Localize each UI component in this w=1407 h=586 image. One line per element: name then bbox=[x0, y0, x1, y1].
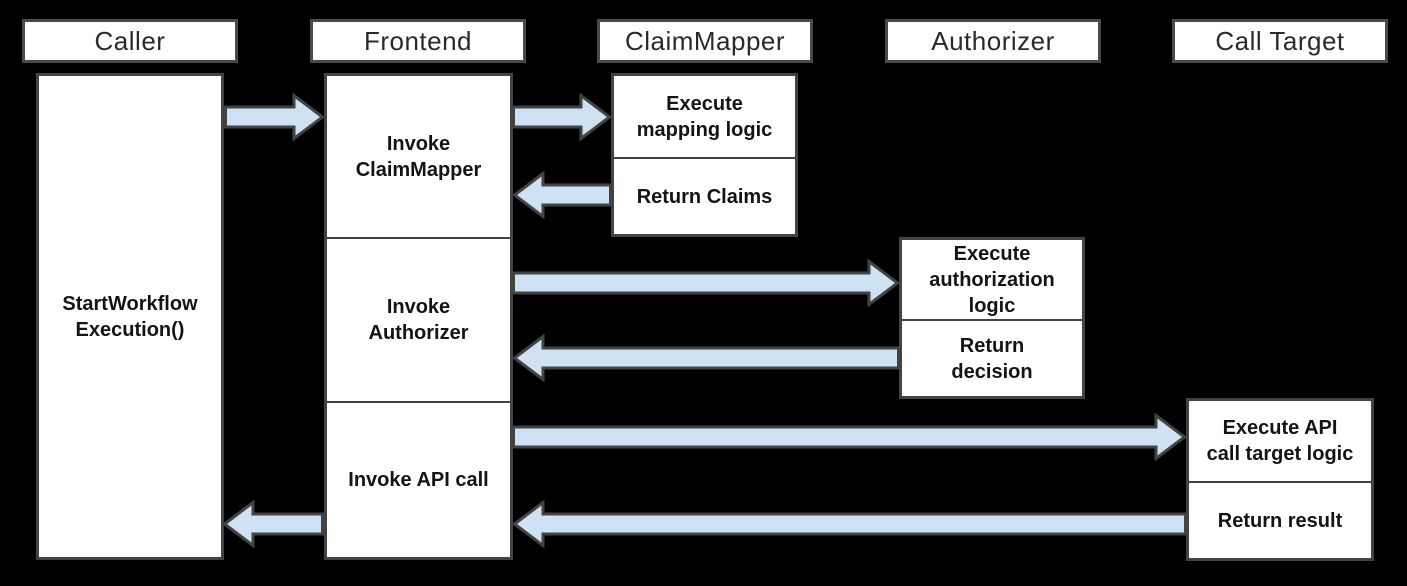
step-start-workflow-execution: StartWorkflow Execution() bbox=[62, 292, 198, 341]
step-return-claims: Return Claims bbox=[614, 157, 795, 234]
step-invoke-claimmapper: Invoke ClaimMapper bbox=[355, 132, 482, 181]
lane-title: Caller bbox=[94, 25, 166, 56]
arrow-caller-to-frontend-icon bbox=[224, 93, 325, 141]
arrow-frontend-to-caller-icon bbox=[222, 500, 324, 548]
frontend-activity-box: Invoke ClaimMapper Invoke Authorizer Inv… bbox=[324, 73, 513, 560]
arrow-authorizer-to-frontend-icon bbox=[512, 334, 900, 382]
lane-header-authorizer: Authorizer bbox=[885, 19, 1101, 63]
arrow-call-target-to-frontend-icon bbox=[512, 500, 1187, 548]
step-execute-authorization-logic: Execute authorization logic bbox=[929, 242, 1055, 317]
lane-header-claimmapper: ClaimMapper bbox=[597, 19, 813, 63]
step-invoke-api-call: Invoke API call bbox=[327, 401, 510, 557]
authorizer-activity-box: Execute authorization logic Return decis… bbox=[899, 237, 1085, 399]
lane-title: Frontend bbox=[363, 25, 473, 56]
arrow-frontend-to-claimmapper-icon bbox=[512, 93, 612, 141]
step-execute-mapping-logic: Execute mapping logic bbox=[636, 92, 773, 141]
arrow-claimmapper-to-frontend-icon bbox=[512, 171, 612, 219]
caller-activity-box: StartWorkflow Execution() bbox=[36, 73, 224, 560]
lane-header-caller: Caller bbox=[22, 19, 238, 63]
lane-title: ClaimMapper bbox=[624, 25, 786, 56]
arrow-frontend-to-authorizer-icon bbox=[512, 259, 900, 307]
step-invoke-authorizer: Invoke Authorizer bbox=[327, 237, 510, 401]
step-return-decision: Return decision bbox=[902, 319, 1082, 396]
step-execute-api-call-target-logic: Execute API call target logic bbox=[1206, 417, 1354, 465]
lane-title: Authorizer bbox=[931, 25, 1055, 56]
step-return-result: Return result bbox=[1189, 481, 1371, 558]
claimmapper-activity-box: Execute mapping logic Return Claims bbox=[611, 73, 798, 237]
call-target-activity-box: Execute API call target logic Return res… bbox=[1186, 398, 1374, 561]
lane-header-frontend: Frontend bbox=[310, 19, 526, 63]
lane-title: Call Target bbox=[1215, 25, 1345, 56]
lane-header-call-target: Call Target bbox=[1172, 19, 1388, 63]
arrow-frontend-to-call-target-icon bbox=[512, 413, 1187, 461]
